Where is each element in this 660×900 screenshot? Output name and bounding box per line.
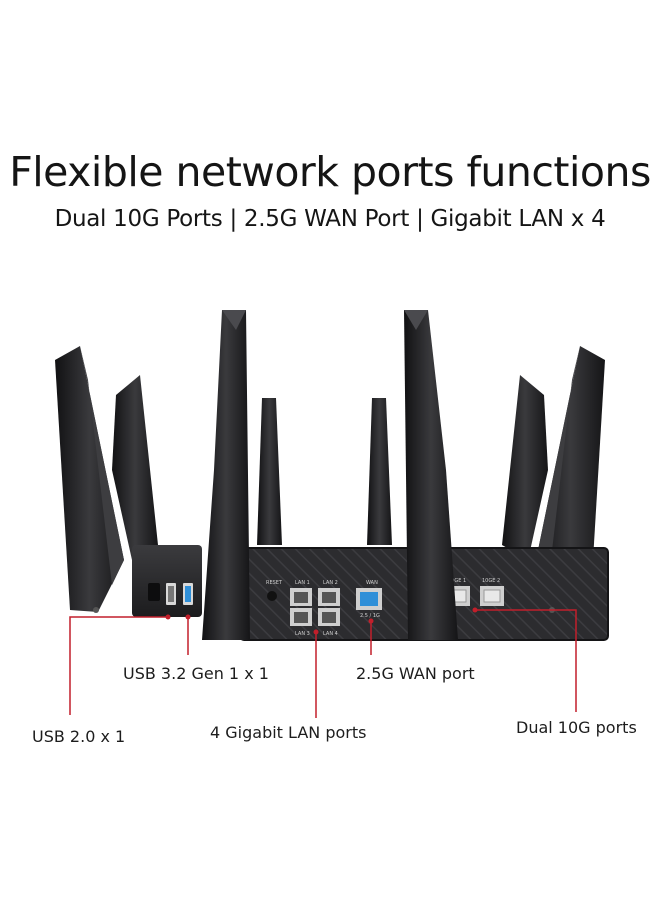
router-image: RESET LAN 1 LAN 2 LAN 3 LAN 4 WAN 2.5 / … (55, 310, 609, 641)
headline: Flexible network ports functions (9, 148, 651, 196)
lan-ports (290, 588, 340, 626)
antenna-left-inner (112, 375, 158, 560)
antenna-front-right (404, 310, 458, 640)
callout-lan: 4 Gigabit LAN ports (210, 723, 367, 742)
antenna-left-outer (55, 346, 124, 612)
callout-10g: Dual 10G ports (516, 718, 637, 737)
callout-usb20: USB 2.0 x 1 (32, 727, 126, 746)
wan-label: WAN (366, 580, 378, 586)
wan-speed-label: 2.5 / 1G (360, 613, 380, 619)
antenna-center-right (367, 398, 392, 545)
lan2-label: LAN 2 (323, 580, 338, 586)
antenna-center-left (257, 398, 282, 545)
callout-usb32: USB 3.2 Gen 1 x 1 (123, 664, 269, 683)
lan1-label: LAN 1 (295, 580, 310, 586)
reset-label: RESET (266, 580, 283, 586)
callout-wan: 2.5G WAN port (356, 664, 475, 683)
antenna-front-left (202, 310, 250, 640)
left-io-block (132, 545, 202, 617)
reset-button (267, 591, 277, 601)
antenna-right-inner (502, 375, 548, 560)
10ge1-label: 10GE 1 (448, 578, 466, 584)
subline: Dual 10G Ports | 2.5G WAN Port | Gigabit… (54, 206, 606, 232)
screw-left (93, 607, 99, 613)
wan-port (356, 588, 382, 610)
antenna-right-outer (536, 346, 605, 612)
screw-right (549, 607, 555, 613)
lan3-label: LAN 3 (295, 631, 310, 637)
lan4-label: LAN 4 (323, 631, 338, 637)
10ge2-label: 10GE 2 (482, 578, 500, 584)
